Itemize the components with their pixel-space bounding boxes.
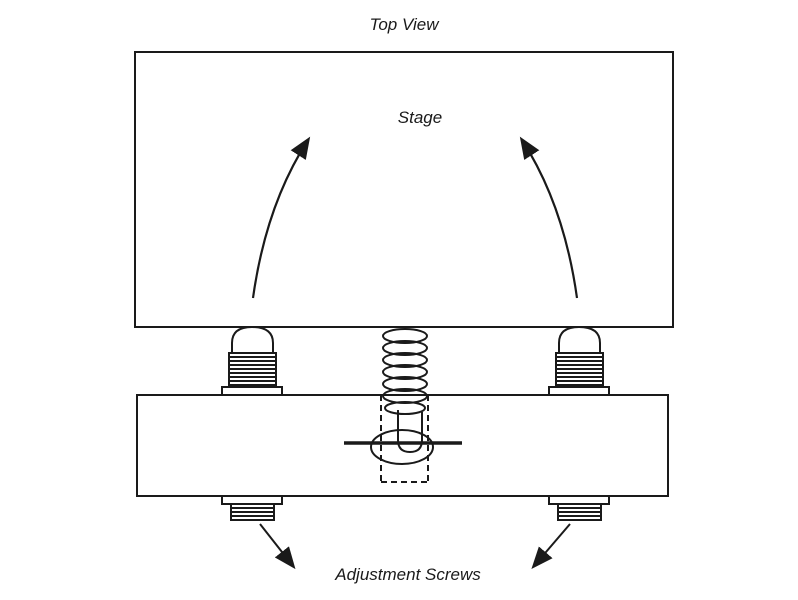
left-screw-end [221,495,283,521]
stage [134,51,674,328]
right-adjustment-screw [548,325,610,396]
right-screw-arrow [531,523,571,570]
adjustment-screws-label: Adjustment Screws [334,565,481,584]
right-screw-end [548,495,610,521]
rotation-arrow-right [519,136,579,299]
base-block [136,394,669,497]
left-screw-arrow [259,523,296,570]
stage-label: Stage [398,108,442,127]
left-adjustment-screw [221,325,283,396]
rotation-arrow-left [251,136,311,299]
diagram-title: Top View [370,15,441,34]
